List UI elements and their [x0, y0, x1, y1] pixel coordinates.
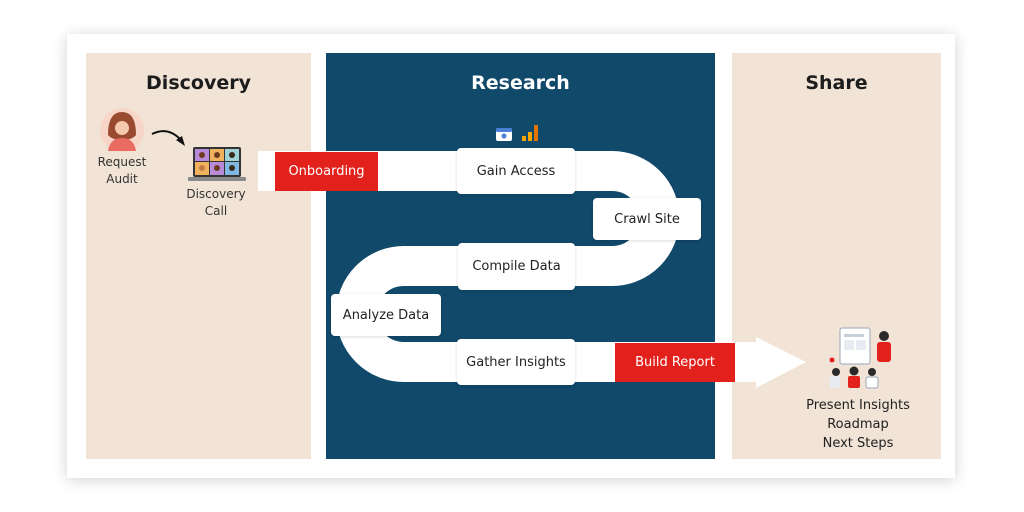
discovery-call-label: Discovery Call	[186, 187, 246, 218]
discovery-title: Discovery	[146, 72, 251, 94]
analyze-data-step: Analyze Data	[331, 294, 441, 336]
gather-insights-step: Gather Insights	[457, 339, 575, 385]
onboarding-step: Onboarding	[275, 152, 378, 191]
crawl-site-step: Crawl Site	[593, 198, 701, 240]
build-report-step: Build Report	[615, 343, 735, 382]
search-console-icon	[496, 128, 512, 141]
curved-arrow-icon	[151, 130, 185, 146]
analytics-icon	[522, 125, 538, 141]
share-title: Share	[805, 72, 868, 94]
share-line-present-insights: Present Insights	[806, 398, 910, 413]
research-title: Research	[471, 72, 570, 94]
share-line-roadmap: Roadmap	[827, 417, 889, 432]
user-avatar-icon	[100, 108, 144, 152]
share-line-next-steps: Next Steps	[822, 436, 894, 451]
serpentine-track	[258, 151, 760, 382]
compile-data-step: Compile Data	[458, 243, 575, 290]
share-column	[732, 53, 941, 459]
arrow-head	[756, 337, 806, 388]
presentation-illustration-icon	[829, 327, 891, 389]
gain-access-step: Gain Access	[457, 148, 575, 194]
request-audit-label: Request Audit	[97, 155, 147, 186]
video-call-laptop-icon	[188, 147, 246, 181]
